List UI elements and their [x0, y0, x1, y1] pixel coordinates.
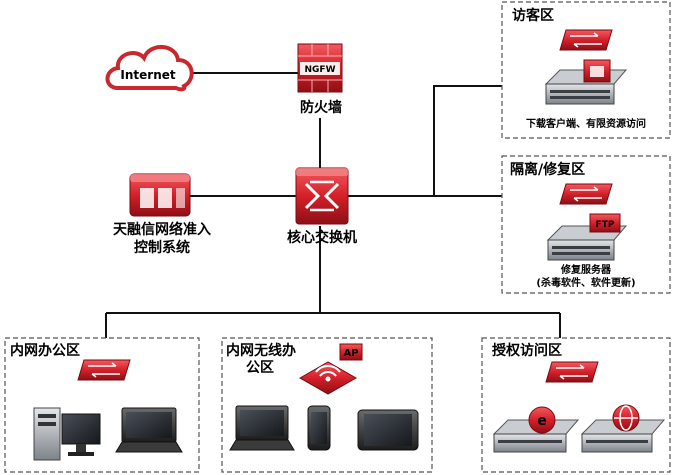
- connection-lines: [105, 72, 561, 338]
- quarantine-switch-icon: [559, 183, 613, 205]
- zone-guest-title: 访客区: [512, 7, 554, 24]
- zone-quarantine-border: [501, 155, 671, 294]
- internet-server-icon: [580, 404, 666, 453]
- guest-switch-icon: [559, 29, 613, 51]
- zone-wireless-border: [221, 337, 433, 473]
- nac-appliance-icon: [129, 173, 191, 217]
- core-switch-icon: [295, 167, 349, 225]
- nac-label-line2: 控制系统: [134, 239, 190, 256]
- firewall-icon: NGFW: [297, 43, 343, 93]
- zone-wireless-title-line1: 内网无线办: [226, 342, 296, 359]
- guest-server-icon: [544, 59, 628, 105]
- zone-authorized-title: 授权访问区: [492, 342, 562, 359]
- firewall-label: 防火墙: [300, 99, 342, 116]
- core-switch-label: 核心交换机: [287, 229, 357, 246]
- office-switch-icon: [77, 359, 131, 381]
- wireless-laptop-icon: [229, 405, 295, 451]
- ftp-tag-label: FTP: [596, 220, 615, 230]
- internet-label: Internet: [120, 68, 175, 82]
- office-laptop-icon: [115, 407, 183, 453]
- authorized-switch-icon: [545, 361, 599, 383]
- repair-server-caption-line1: 修复服务器: [560, 263, 612, 276]
- link-bus-guest: [433, 85, 502, 196]
- repair-server-caption-line2: (杀毒软件、软件更新): [536, 276, 635, 289]
- zone-guest-border: [501, 1, 671, 139]
- nac-label-line1: 天融信网络准入: [113, 221, 211, 238]
- web-server-icon: e: [492, 406, 580, 453]
- desktop-pc-icon: [33, 407, 101, 461]
- wireless-ap-icon: AP: [298, 343, 363, 395]
- zone-office-title: 内网办公区: [10, 342, 80, 359]
- zone-quarantine-title: 隔离/修复区: [510, 161, 585, 178]
- smartphone-icon: [307, 405, 331, 451]
- repair-server-icon: FTP: [546, 213, 628, 261]
- internet-cloud-icon: Internet: [105, 45, 194, 92]
- ap-tag-label: AP: [343, 348, 358, 359]
- zone-office-border: [4, 337, 200, 473]
- guest-server-caption: 下载客户端、有限资源访问: [526, 117, 646, 130]
- zone-wireless-title-line2: 公区: [246, 360, 274, 376]
- firewall-brand-label: NGFW: [305, 65, 336, 75]
- web-server-tag: e: [537, 413, 547, 429]
- zone-authorized-border: [481, 337, 671, 473]
- tablet-icon: [357, 409, 419, 451]
